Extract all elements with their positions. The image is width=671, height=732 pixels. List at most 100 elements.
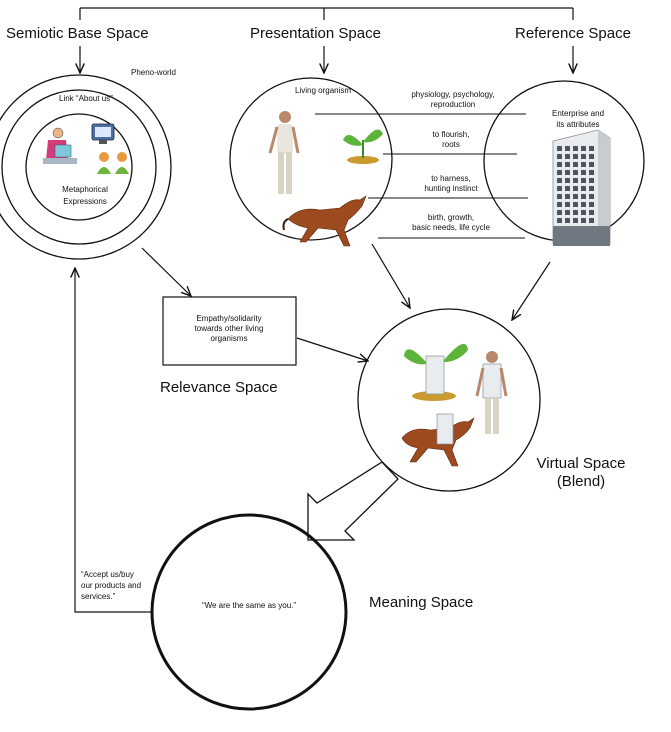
building-window [589, 202, 594, 207]
building-window [581, 210, 586, 215]
building-window [565, 154, 570, 159]
blend-to-meaning-arrow [307, 461, 399, 541]
building-window [573, 178, 578, 183]
arrow-presentation-to-virtual [371, 243, 410, 308]
building-window [589, 146, 594, 151]
man-clipart [268, 111, 300, 194]
plant-sprout-clipart [343, 129, 383, 164]
building-window [589, 178, 594, 183]
feedback-loop-arrow [75, 268, 152, 613]
building-window [565, 146, 570, 151]
building-window [565, 178, 570, 183]
mapping-label-1b: reproduction [431, 100, 475, 109]
building-window [589, 154, 594, 159]
link-about-us-label: Link “About us” [59, 94, 113, 103]
relevance-space-title: Relevance Space [160, 379, 278, 396]
building-window [581, 186, 586, 191]
building-window [565, 194, 570, 199]
building-window [557, 154, 562, 159]
mapping-label-3b: hunting instinct [424, 184, 478, 193]
building-window [573, 146, 578, 151]
feedback-line3: services.” [81, 592, 116, 601]
virtual-space-title-line1: Virtual Space [537, 455, 626, 472]
building-horse-blend-clipart [401, 413, 475, 467]
top-connector [79, 7, 574, 20]
mapping-label-3a: to harness, [431, 174, 471, 183]
building-window [573, 170, 578, 175]
mapping-label-2b: roots [442, 140, 460, 149]
building-window [557, 218, 562, 223]
semiotic-base-space-title: Semiotic Base Space [6, 25, 149, 42]
building-window [565, 218, 570, 223]
building-window [589, 194, 594, 199]
building-window [581, 218, 586, 223]
reference-space-title: Reference Space [515, 25, 631, 42]
virtual-space-circle [357, 308, 541, 492]
presentation-space-circle [229, 77, 393, 241]
building-window [557, 202, 562, 207]
building-window [573, 154, 578, 159]
building-window [581, 202, 586, 207]
building-window [589, 170, 594, 175]
horse-clipart [282, 195, 367, 247]
relevance-line3: organisms [211, 334, 248, 343]
building-window [557, 186, 562, 191]
building-window [557, 178, 562, 183]
building-window [581, 146, 586, 151]
building-window [573, 202, 578, 207]
presentation-space-title: Presentation Space [250, 25, 381, 42]
building-window [581, 178, 586, 183]
building-window [565, 162, 570, 167]
building-window [573, 218, 578, 223]
mapping-label-4b: basic needs, life cycle [412, 223, 490, 232]
mapping-label-4a: birth, growth, [428, 213, 474, 222]
office-building-clipart [552, 129, 611, 246]
mapping-lines [315, 113, 528, 239]
building-window [557, 210, 562, 215]
building-window [589, 162, 594, 167]
mapping-label-1a: physiology, psychology, [411, 90, 494, 99]
building-window [565, 202, 570, 207]
enterprise-label-line1: Enterprise and [552, 109, 604, 118]
feedback-line2: our products and [81, 581, 141, 590]
arrow-semiotic-to-relevance [141, 247, 191, 296]
pheno-world-label: Pheno-world [131, 68, 176, 77]
enterprise-label-line2: its attributes [556, 120, 599, 129]
living-organism-label: Living organism [295, 86, 351, 95]
building-window [589, 186, 594, 191]
virtual-space-title-line2: (Blend) [557, 473, 605, 490]
building-window [565, 186, 570, 191]
meaning-space-title: Meaning Space [369, 594, 473, 611]
building-window [573, 210, 578, 215]
meaning-space-circle [150, 513, 348, 711]
building-window [581, 170, 586, 175]
building-window [565, 170, 570, 175]
relevance-line1: Empathy/solidarity [196, 314, 261, 323]
metaphorical-label: Metaphorical [62, 185, 108, 194]
expressions-label: Expressions [63, 197, 107, 206]
building-window [565, 210, 570, 215]
building-plant-blend-clipart [404, 343, 468, 401]
building-window [581, 194, 586, 199]
feedback-line1: “Accept us/buy [81, 570, 134, 579]
building-window [557, 162, 562, 167]
building-window [573, 194, 578, 199]
building-window [581, 154, 586, 159]
semiotic-base-space [0, 74, 172, 260]
building-window [573, 186, 578, 191]
building-window [557, 170, 562, 175]
building-window [557, 146, 562, 151]
meaning-quote: “We are the same as you.” [202, 601, 296, 610]
relevance-line2: towards other living [195, 324, 264, 333]
arrow-reference-to-virtual [512, 261, 551, 320]
relevance-box [162, 296, 297, 366]
building-window [581, 162, 586, 167]
building-window [589, 218, 594, 223]
building-window [557, 194, 562, 199]
building-man-blend-clipart [475, 351, 508, 434]
mapping-labels: physiology, psychology, reproduction to … [411, 90, 494, 232]
arrow-relevance-to-virtual [296, 337, 368, 361]
building-window [589, 210, 594, 215]
office-workers-clipart [43, 123, 129, 174]
